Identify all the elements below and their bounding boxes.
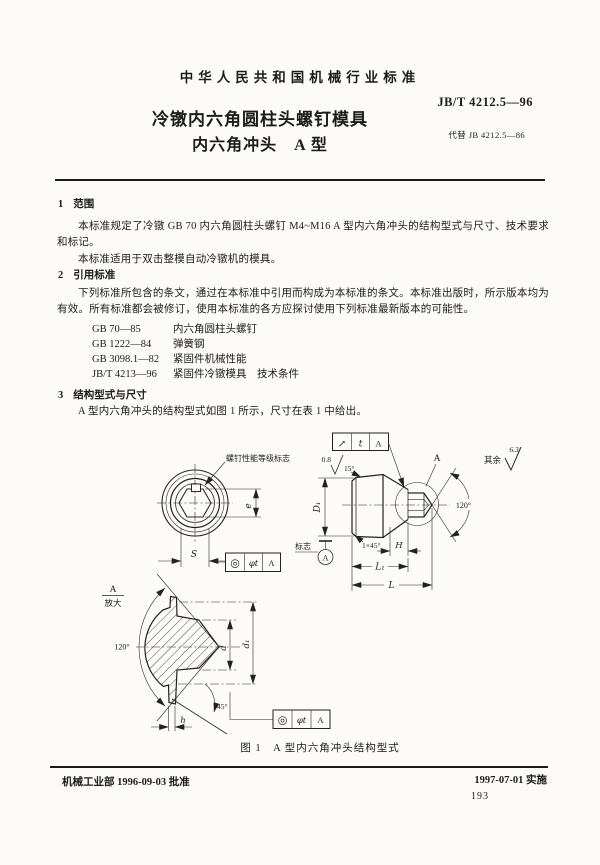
reference-code: GB 1222—84 — [92, 339, 152, 350]
detail-title-letter: A — [110, 585, 117, 595]
roughness-63-label: 6.3 — [509, 445, 519, 454]
angle-arc-45 — [204, 683, 220, 713]
reference-title: 紧固件冷镦模具 技术条件 — [173, 369, 299, 380]
dim-D1-label: D₁ — [313, 502, 323, 514]
doc-title-line2: 内六角冲头 A 型 — [192, 137, 328, 154]
header-divider — [55, 179, 545, 181]
roughness-icon — [504, 446, 522, 472]
reference-code: JB/T 4213—96 — [92, 369, 157, 380]
standard-number: JB/T 4212.5—96 — [437, 95, 533, 109]
reference-code: GB 3098.1—82 — [92, 354, 160, 365]
tolerance-frame-detail: ◎ φt A — [229, 692, 331, 729]
dim-L-label: L — [388, 581, 395, 591]
figure-caption: 图 1 A 型内六角冲头结构型式 — [240, 743, 400, 754]
frame-leader — [388, 442, 405, 488]
angle-leg — [156, 573, 220, 648]
standard-org-line: 中华人民共和国机械行业标准 — [179, 70, 421, 85]
datum-letter: A — [268, 558, 275, 568]
datum-circle — [317, 549, 334, 565]
detail-circle — [395, 482, 439, 526]
concentricity-icon: ◎ — [278, 715, 288, 727]
reference-title: 弹簧钢 — [173, 339, 205, 350]
dim-H-label: H — [394, 541, 403, 551]
circle-3 — [169, 477, 221, 529]
angle-45-label: 45° — [217, 702, 228, 711]
dim-s-label: S — [191, 550, 197, 560]
angle-arc — [138, 587, 166, 707]
datum-circle-letter: A — [323, 554, 329, 563]
datum-letter: A — [375, 439, 382, 449]
angle-leg — [156, 646, 220, 722]
mark-label: 标志 — [295, 541, 311, 551]
tolerance-frame-runout: ↗ t A — [332, 432, 405, 488]
punch-body — [351, 473, 384, 539]
tolerance-frame-front: ◎ φt A — [217, 552, 281, 572]
section-3-number: 3 — [58, 390, 64, 401]
outer-circle — [161, 469, 229, 537]
figure-1-drawing: 螺钉性能等级标志 e S ◎ φt A — [102, 432, 522, 735]
dim-e-label: e — [244, 503, 254, 508]
reference-title: 内六角圆柱头螺钉 — [173, 324, 257, 335]
side-view: A 120° D₁ 0.8 15° ↗ t — [295, 432, 522, 591]
roughness-icon — [330, 454, 344, 476]
section-1-paragraph-1: 本标准规定了冷镦 GB 70 内六角圆柱头螺钉 M4~M16 A 型内六角冲头的… — [57, 221, 549, 248]
reference-row: GB 3098.1—82 紧固件机械性能 — [92, 351, 552, 366]
detail-ref-line — [425, 463, 437, 487]
grade-mark-notch — [191, 483, 201, 492]
dim-d1-label: d₁ — [242, 640, 252, 649]
doc-title-line1: 冷镦内六角圆柱头螺钉模具 — [152, 110, 368, 129]
rest-label: 其余 — [484, 455, 502, 465]
angle-leg — [431, 504, 457, 543]
grade-mark-label: 螺钉性能等级标志 — [226, 453, 290, 463]
replaces-note: 代替 JB 4212.5—86 — [448, 130, 525, 140]
datum-letter: A — [317, 715, 324, 725]
section-2-number: 2 — [58, 270, 64, 281]
section-hatched-shape — [144, 595, 220, 705]
section-1-number: 1 — [58, 199, 64, 210]
chamfer-line — [171, 698, 228, 735]
front-view: 螺钉性能等级标志 e S ◎ φt A — [157, 453, 290, 572]
angle-120-label: 120° — [114, 643, 129, 652]
tolerance-value: φt — [249, 559, 259, 569]
chamfer-leader — [354, 534, 364, 544]
tip-point-inner — [423, 499, 429, 511]
dim-L1-label: L₁ — [374, 563, 385, 573]
detail-view-a: A 放大 120° 45° h — [102, 573, 331, 735]
approval-note: 机械工业部 1996-09-03 批准 — [62, 777, 190, 788]
concentricity-icon: ◎ — [230, 558, 240, 570]
section-1-paragraph-2: 本标准适用于双击整模自动冷镦机的模具。 — [78, 254, 282, 265]
runout-icon: ↗ — [338, 439, 346, 450]
page-number: 193 — [471, 791, 489, 802]
roughness-08-label: 0.8 — [322, 455, 332, 464]
label-bg — [108, 640, 136, 651]
grade-mark-leader — [204, 461, 226, 486]
reference-code: GB 70—85 — [92, 324, 141, 335]
angle-15-label: 15° — [344, 464, 355, 473]
reference-row: GB 70—85 内六角圆柱头螺钉 — [92, 321, 552, 336]
footer-divider — [50, 766, 548, 768]
angle-120-label: 120° — [456, 501, 471, 510]
circle-2 — [165, 473, 225, 533]
reference-row: GB 1222—84 弹簧钢 — [92, 336, 552, 351]
detail-title-mag: 放大 — [104, 598, 122, 608]
angle-15-leader — [350, 470, 362, 478]
cone-top — [382, 473, 409, 491]
section-2-paragraph-1: 下列标准所包含的条文，通过在本标准中引用而构成为本标准的条文。本标准出版时，所示… — [57, 288, 549, 315]
hexagon-socket — [178, 488, 212, 518]
tolerance-value: φt — [297, 716, 307, 726]
implementation-note: 1997-07-01 实施 — [474, 775, 547, 786]
tolerance-value: t — [359, 440, 363, 450]
reference-row: JB/T 4213—96 紧固件冷镦模具 技术条件 — [92, 366, 552, 381]
detail-ref-label: A — [434, 454, 441, 464]
chamfer-label: 1×45° — [362, 541, 380, 550]
label-bg — [452, 499, 475, 510]
section-3-paragraph-1: A 型内六角冲头的结构型式如图 1 所示，尺寸在表 1 中给出。 — [78, 406, 368, 417]
dim-h-label: h — [180, 716, 185, 726]
dim-d-label: d — [219, 645, 229, 651]
cone-bottom — [382, 519, 409, 538]
reference-title: 紧固件机械性能 — [173, 354, 247, 365]
